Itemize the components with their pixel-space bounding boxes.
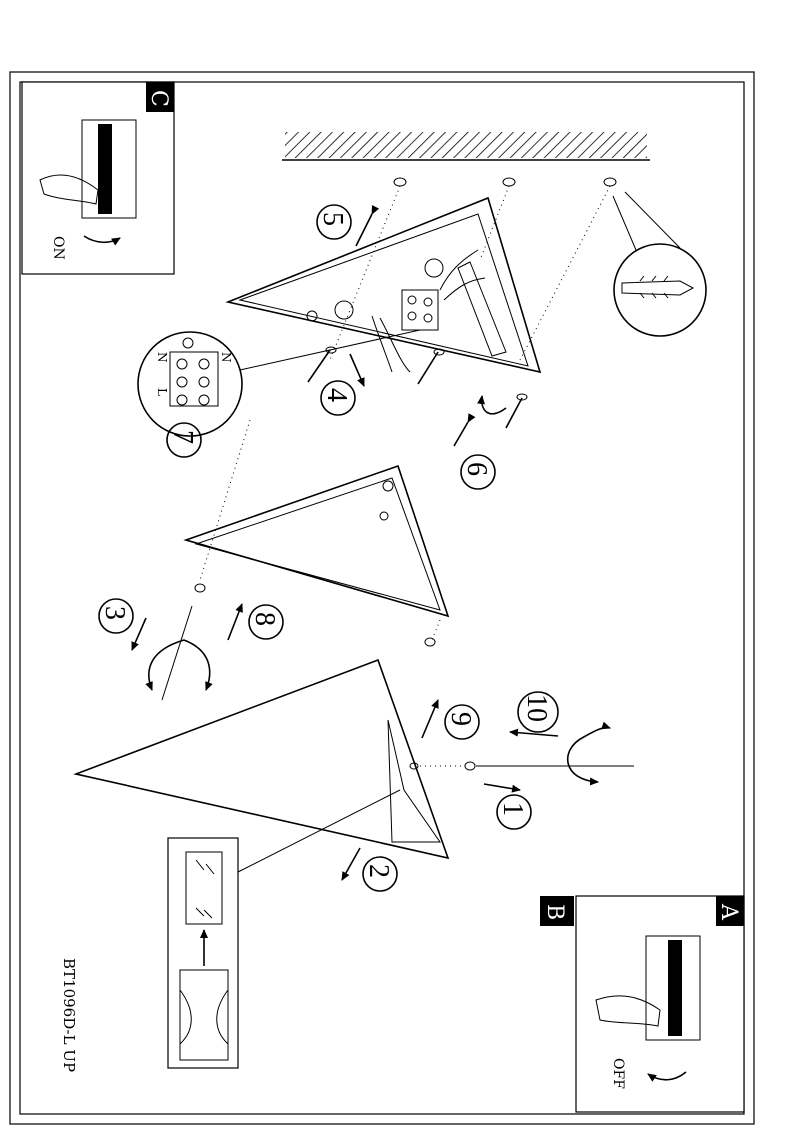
svg-text:2: 2 — [363, 864, 394, 878]
ceiling-surface — [282, 132, 650, 161]
svg-text:1: 1 — [497, 802, 528, 816]
terminal-l: L — [155, 388, 169, 396]
wiring-terminal-detail: N L N — [137, 329, 421, 437]
step-badge-7: 7 — [166, 422, 202, 458]
terminal-n-bottom: N — [219, 352, 233, 363]
mounting-plate — [225, 196, 542, 374]
wall-plug-detail — [612, 191, 707, 337]
step-badge-1: 1 — [496, 794, 532, 830]
front-cover — [73, 658, 634, 860]
model-label: BT1096D-L UP — [60, 958, 78, 1072]
step-badge-2: 2 — [362, 856, 398, 892]
step-badges: 1 2 3 4 5 6 7 8 9 10 — [98, 204, 559, 892]
step-badge-6: 6 — [460, 454, 496, 490]
glass-detail — [167, 789, 401, 1069]
housing-body — [183, 419, 450, 647]
terminal-n-top: N — [155, 352, 169, 363]
step-badge-9: 9 — [444, 704, 480, 740]
svg-text:3: 3 — [99, 606, 130, 620]
panel-c-label: ON — [50, 236, 66, 260]
svg-text:7: 7 — [167, 430, 198, 444]
panel-a-label: OFF — [610, 1058, 626, 1089]
panel-a-letter: A — [716, 903, 741, 921]
svg-text:9: 9 — [445, 712, 476, 726]
svg-text:10: 10 — [521, 694, 552, 722]
svg-text:4: 4 — [321, 388, 352, 402]
svg-text:6: 6 — [461, 462, 492, 476]
svg-text:5: 5 — [317, 212, 348, 226]
step-badge-4: 4 — [320, 380, 356, 416]
panel-c-switch-on: C ON — [21, 81, 175, 275]
step-badge-3: 3 — [98, 598, 134, 634]
svg-text:8: 8 — [249, 612, 280, 626]
mounting-holes — [329, 177, 617, 361]
panel-b-letter: B — [542, 904, 567, 920]
screw-step6 — [505, 393, 528, 429]
motion-arrows — [131, 205, 611, 881]
step-badge-10: 10 — [517, 691, 559, 733]
screw-right — [417, 348, 445, 385]
step-badge-5: 5 — [316, 204, 352, 240]
panel-c-letter: C — [146, 90, 171, 107]
step-badge-8: 8 — [248, 604, 284, 640]
panel-ab-switch-off: A B OFF — [540, 895, 745, 1113]
screw-left — [307, 346, 337, 383]
